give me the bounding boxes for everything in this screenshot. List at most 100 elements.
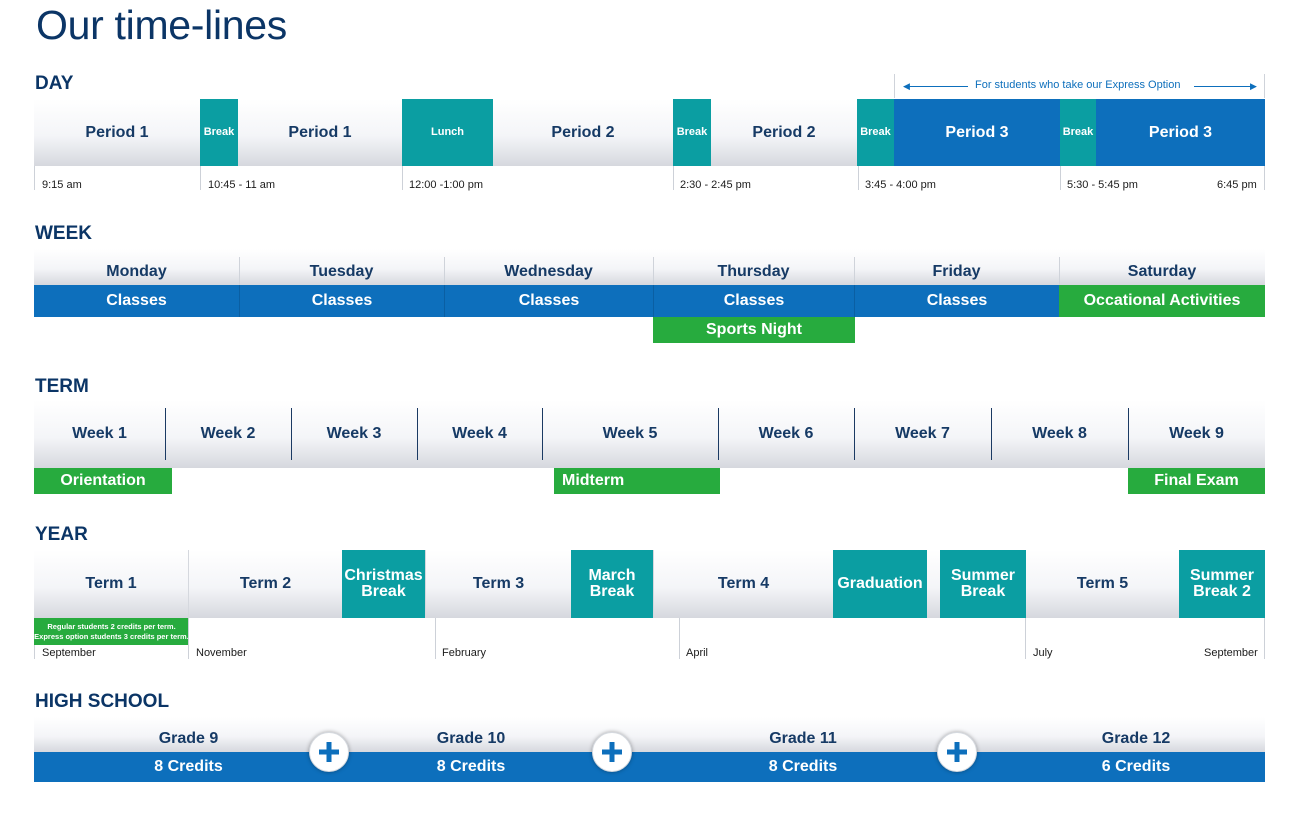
term-sep	[165, 408, 166, 460]
week-activity: Classes	[34, 285, 239, 317]
year-timeline: Term 1 Term 2 Christmas Break Term 3 Mar…	[34, 550, 1265, 618]
week-day-friday: Friday	[932, 263, 981, 280]
week-sep	[854, 257, 855, 285]
year-term-5: Term 5	[1026, 550, 1179, 618]
day-break-2: Break	[673, 99, 711, 166]
year-tick	[679, 618, 680, 659]
term-sep	[291, 408, 292, 460]
week-activity: Classes	[239, 285, 444, 317]
term-week: Week 2	[200, 425, 256, 442]
term-week: Week 7	[895, 425, 950, 442]
day-period-1b: Period 1	[238, 99, 402, 166]
week-day-wednesday: Wednesday	[504, 263, 593, 280]
year-month: July	[1033, 647, 1053, 659]
plus-icon	[309, 732, 349, 772]
term-week: Week 1	[72, 425, 127, 442]
day-time: 12:00 -1:00 pm	[409, 179, 483, 191]
year-month: April	[686, 647, 709, 659]
day-time: 3:45 - 4:00 pm	[865, 179, 936, 191]
grade-credits: 8 Credits	[343, 752, 599, 782]
day-tick	[1264, 166, 1265, 190]
week-activity: Classes	[653, 285, 854, 317]
day-time: 5:30 - 5:45 pm	[1067, 179, 1138, 191]
day-tick	[858, 166, 859, 190]
year-month: November	[196, 647, 247, 659]
week-activity-saturday: Occational Activities	[1059, 285, 1265, 317]
year-graduation: Graduation	[833, 550, 927, 618]
arrow-right-icon: ▶	[1250, 81, 1257, 91]
credits-note-regular: Regular students 2 credits per term.	[47, 621, 176, 631]
grade-credits: 6 Credits	[1007, 752, 1265, 782]
day-break-1: Break	[200, 99, 238, 166]
grade-label: Grade 12	[1101, 729, 1171, 747]
day-period-2b: Period 2	[711, 99, 857, 166]
midterm-badge: Midterm	[554, 468, 720, 494]
day-tick	[200, 166, 201, 190]
day-period-3b: Period 3	[1096, 99, 1265, 166]
grade-label: Grade 9	[158, 729, 219, 747]
final-exam-badge: Final Exam	[1128, 468, 1265, 494]
day-lunch: Lunch	[402, 99, 493, 166]
week-sep	[444, 257, 445, 285]
day-period-2a: Period 2	[493, 99, 673, 166]
week-sep	[1059, 257, 1060, 285]
week-days-row: Monday Tuesday Wednesday Thursday Friday…	[34, 249, 1265, 285]
highschool-credits-row: 8 Credits 8 Credits 8 Credits 6 Credits	[34, 752, 1265, 782]
week-day-thursday: Thursday	[717, 263, 790, 280]
week-day-saturday: Saturday	[1127, 263, 1197, 280]
term-heading: TERM	[35, 376, 89, 397]
year-tick	[188, 618, 189, 659]
week-day-monday: Monday	[106, 263, 167, 280]
express-bracket-right	[1264, 74, 1265, 98]
day-break-4: Break	[1060, 99, 1096, 166]
year-tick	[1264, 618, 1265, 659]
year-tick	[34, 645, 35, 659]
year-term-4: Term 4	[653, 550, 833, 618]
year-month: September	[1204, 647, 1258, 659]
week-sep	[239, 257, 240, 285]
day-tick	[673, 166, 674, 190]
year-month: September	[42, 647, 96, 659]
term-sep	[1128, 408, 1129, 460]
express-arrow-left	[904, 86, 968, 87]
week-day-tuesday: Tuesday	[309, 263, 374, 280]
page-title: Our time-lines	[36, 2, 287, 48]
year-summer-break: Summer Break	[940, 550, 1026, 618]
day-break-3: Break	[857, 99, 894, 166]
term-weeks-row: Week 1 Week 2 Week 3 Week 4 Week 5 Week …	[34, 400, 1265, 468]
week-activities-row: Classes Classes Classes Classes Classes …	[34, 285, 1265, 317]
credits-note: Regular students 2 credits per term. Exp…	[34, 618, 189, 645]
day-heading: DAY	[35, 73, 74, 94]
term-week: Week 8	[1032, 425, 1087, 442]
arrow-left-icon: ◀	[903, 81, 910, 91]
orientation-badge: Orientation	[34, 468, 172, 494]
grade-label: Grade 10	[436, 729, 506, 747]
term-sep	[854, 408, 855, 460]
day-tick	[34, 166, 35, 190]
grade-label: Grade 11	[769, 729, 837, 747]
plus-icon	[937, 732, 977, 772]
term-week: Week 6	[758, 425, 814, 442]
term-week: Week 9	[1169, 425, 1224, 442]
week-sep	[653, 257, 654, 285]
express-note: For students who take our Express Option	[975, 79, 1181, 91]
year-march-break: March Break	[571, 550, 653, 618]
year-month: February	[442, 647, 487, 659]
day-period-1a: Period 1	[34, 99, 200, 166]
sports-night-badge: Sports Night	[653, 317, 855, 343]
plus-icon	[592, 732, 632, 772]
day-timeline: Period 1 Break Period 1 Lunch Period 2 B…	[34, 99, 1265, 166]
highschool-grades-row: Grade 9 Grade 10 Grade 11 Grade 12	[34, 717, 1265, 752]
day-time: 10:45 - 11 am	[208, 179, 276, 191]
year-christmas-break: Christmas Break	[342, 550, 425, 618]
year-term-2: Term 2	[188, 550, 342, 618]
term-sep	[417, 408, 418, 460]
term-sep	[991, 408, 992, 460]
year-heading: YEAR	[35, 524, 88, 545]
day-tick	[1060, 166, 1061, 190]
year-tick	[435, 618, 436, 659]
week-activity: Classes	[854, 285, 1059, 317]
year-term-3: Term 3	[425, 550, 571, 618]
day-time: 9:15 am	[42, 179, 82, 191]
day-time: 6:45 pm	[1217, 179, 1257, 191]
